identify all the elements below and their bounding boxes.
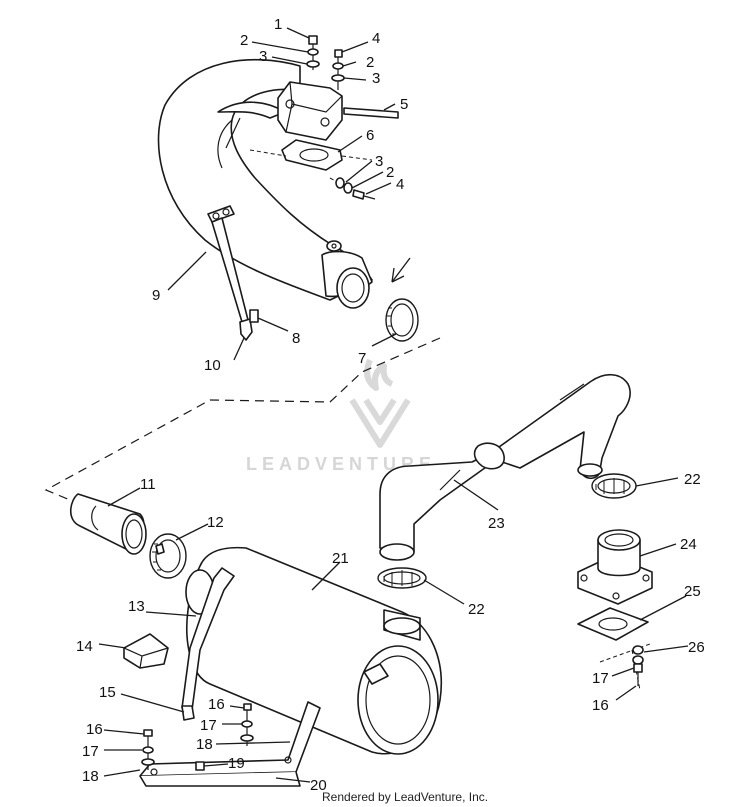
callout-3: 3 [259,48,267,65]
callout-16: 16 [592,697,609,714]
footer-credit: Rendered by LeadVenture, Inc. [322,790,489,804]
callout-20: 20 [310,777,327,794]
strap-part-15 [181,567,235,721]
mount-bracket-part-20 [139,701,321,787]
callout-3: 3 [375,153,383,170]
top-bolt-stack [306,35,345,90]
callout-18: 18 [82,768,99,785]
flex-pipe-part-23 [379,373,631,561]
clamp-part-12 [149,533,187,579]
flange-part-24 [577,529,653,605]
callout-17: 17 [592,670,609,687]
callout-19: 19 [228,755,245,772]
callout-21: 21 [332,550,349,567]
callout-1: 1 [274,16,282,33]
mounting-bracket [277,81,399,141]
watermark-text: LEADVENTURE [246,454,436,474]
callout-labels: 1 2 3 4 2 3 5 6 3 2 4 9 8 7 10 11 12 21 … [76,16,705,794]
callout-17: 17 [200,717,217,734]
tailpipe-part-11 [69,493,147,555]
right-hardware-stack [632,645,644,686]
muffler-part-21 [185,546,442,755]
callout-15: 15 [99,684,116,701]
callout-22: 22 [684,471,701,488]
callout-2: 2 [240,32,248,49]
callout-7: 7 [358,350,366,367]
callout-8: 8 [292,330,300,347]
callout-26: 26 [688,639,705,656]
center-hardware-stack [195,703,254,771]
callout-22: 22 [468,601,485,618]
gasket-part-6 [249,139,373,187]
routing-dashed-line [44,337,441,501]
callout-14: 14 [76,638,93,655]
callout-16: 16 [208,696,225,713]
callout-4: 4 [372,30,380,47]
pad-part-14 [123,633,169,669]
clamp-part-22-upper [591,473,637,499]
callout-12: 12 [207,514,224,531]
callout-9: 9 [152,287,160,304]
exhaust-pipe-assembly [157,58,373,309]
callout-17: 17 [82,743,99,760]
hanger-rod-assembly [207,205,259,341]
side-bolt-stack [335,177,376,200]
callout-2: 2 [366,54,374,71]
callout-18: 18 [196,736,213,753]
callout-5: 5 [400,96,408,113]
callout-23: 23 [488,515,505,532]
clamp-part-7 [385,257,419,342]
callout-24: 24 [680,536,697,553]
callout-3: 3 [372,70,380,87]
callout-4: 4 [396,176,404,193]
leadventure-watermark: LEADVENTURE [246,358,436,474]
callout-6: 6 [366,127,374,144]
clamp-part-22-lower [377,567,427,589]
callout-11: 11 [140,476,156,493]
callout-2: 2 [386,164,394,181]
leader-lines [98,27,689,783]
callout-10: 10 [204,357,221,374]
callout-25: 25 [684,583,701,600]
callout-16: 16 [86,721,103,738]
callout-13: 13 [128,598,145,615]
left-hardware-stack [141,729,155,770]
